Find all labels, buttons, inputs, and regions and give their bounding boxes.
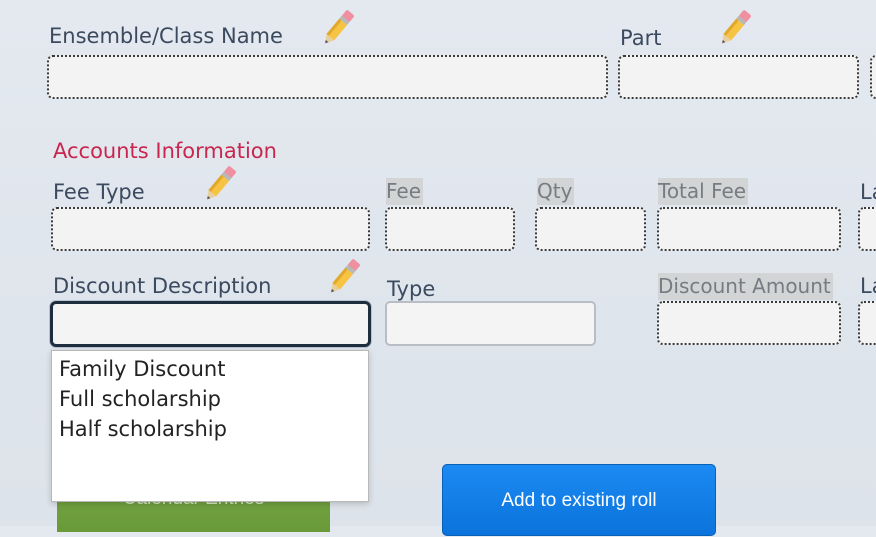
total-fee-field[interactable] [657,207,841,251]
fee-type-label: Fee Type [53,180,145,204]
add-to-existing-roll-button[interactable]: Add to existing roll [442,464,716,536]
fee-label: Fee [386,178,424,205]
part-label: Part [620,26,662,50]
type-field[interactable] [385,301,596,346]
pencil-icon[interactable] [318,6,358,50]
discount-description-label: Discount Description [53,274,272,298]
total-fee-label: Total Fee [658,178,749,205]
discount-description-dropdown[interactable]: Family Discount Full scholarship Half sc… [51,350,369,502]
extra-field-clipped[interactable] [858,301,876,345]
right-clipped-label: La [860,180,876,204]
discount-amount-label: Discount Amount [658,273,833,300]
type-label: Type [387,277,436,301]
ensemble-name-label: Ensemble/Class Name [49,24,283,48]
extra-field-clipped[interactable] [858,207,876,251]
dropdown-option-half-scholarship[interactable]: Half scholarship [59,417,227,441]
qty-label: Qty [537,178,575,205]
dropdown-option-family-discount[interactable]: Family Discount [59,357,226,381]
qty-field[interactable] [535,207,646,251]
pencil-icon[interactable] [324,255,364,299]
pencil-icon[interactable] [200,162,240,206]
accounts-information-title: Accounts Information [53,139,277,163]
right-clipped-label: La [860,274,876,298]
discount-amount-field[interactable] [657,301,841,345]
part-field[interactable] [618,55,859,99]
ensemble-name-field[interactable] [47,55,608,99]
extra-field-clipped[interactable] [870,55,876,99]
fee-field[interactable] [385,207,515,251]
discount-description-field[interactable] [50,301,371,347]
dropdown-option-full-scholarship[interactable]: Full scholarship [59,387,221,411]
pencil-icon[interactable] [715,6,755,50]
fee-type-field[interactable] [51,207,370,251]
